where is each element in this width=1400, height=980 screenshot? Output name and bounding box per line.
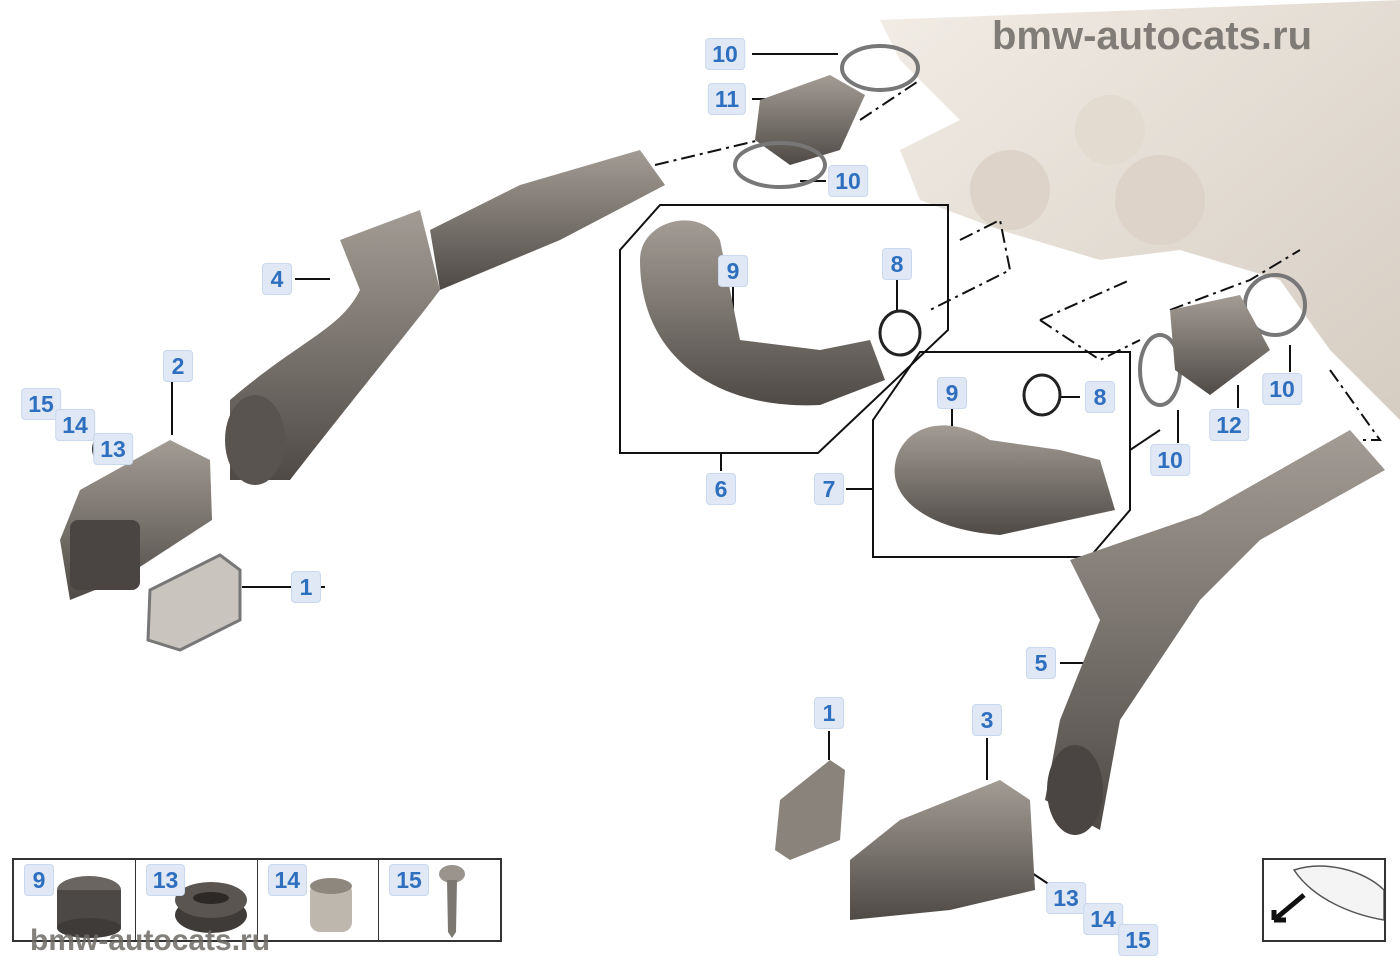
car-front-arrow-icon [1271, 865, 1385, 923]
callout-10[interactable]: 10 [828, 165, 868, 197]
part-1-grille [146, 553, 242, 652]
part-11-sleeve [755, 75, 865, 165]
small-parts-legend: 9 13 14 15 [12, 858, 502, 942]
callout-7[interactable]: 7 [814, 473, 844, 505]
callout-6[interactable]: 6 [706, 473, 736, 505]
grommet-icon [174, 882, 247, 933]
engine-block [880, 0, 1400, 420]
legend-label-15: 15 [389, 864, 429, 896]
spacer-sleeve-icon [309, 878, 352, 932]
callout-10[interactable]: 10 [705, 38, 745, 70]
callout-3[interactable]: 3 [972, 704, 1002, 736]
legend-cell-15[interactable]: 15 [379, 860, 500, 940]
callout-10[interactable]: 10 [1262, 373, 1302, 405]
callout-15[interactable]: 15 [1118, 924, 1158, 956]
callout-2[interactable]: 2 [163, 350, 193, 382]
callout-1[interactable]: 1 [814, 697, 844, 729]
callout-12[interactable]: 12 [1209, 409, 1249, 441]
legend-label-14: 14 [267, 864, 308, 896]
callout-4[interactable]: 4 [262, 263, 292, 295]
callout-9[interactable]: 9 [937, 377, 967, 409]
part-2-duct [60, 440, 212, 600]
callout-10[interactable]: 10 [1150, 444, 1190, 476]
legend-cell-13[interactable]: 13 [136, 860, 258, 940]
legend-cell-14[interactable]: 14 [258, 860, 380, 940]
watermark-bottom: bmw-autocats.ru [30, 924, 271, 957]
o-rings [878, 309, 1062, 417]
callout-8[interactable]: 8 [1085, 381, 1115, 413]
vehicle-location-thumbnail [1262, 858, 1386, 942]
bump-stop-icon [57, 876, 121, 938]
screw-icon [439, 865, 466, 938]
legend-label-9: 9 [24, 864, 54, 896]
callout-1[interactable]: 1 [291, 571, 321, 603]
part-4-duct [225, 150, 665, 485]
callout-14[interactable]: 14 [55, 409, 95, 441]
callout-13[interactable]: 13 [93, 433, 133, 465]
callout-15[interactable]: 15 [21, 388, 61, 420]
callout-13[interactable]: 13 [1046, 882, 1086, 914]
watermark-top: bmw-autocats.ru [992, 14, 1313, 58]
part-7-pipe [894, 425, 1115, 535]
part-6-pipe [640, 220, 885, 406]
part-5-duct [1045, 430, 1385, 835]
legend-label-13: 13 [145, 864, 186, 896]
callout-5[interactable]: 5 [1026, 647, 1056, 679]
callout-11[interactable]: 11 [707, 83, 747, 115]
legend-cell-9[interactable]: 9 [14, 860, 136, 940]
part-12-sleeve [1170, 295, 1270, 395]
part-3-duct [850, 780, 1035, 920]
assembly-6-outline [619, 204, 949, 454]
callout-8[interactable]: 8 [882, 248, 912, 280]
part-1-cover [775, 760, 845, 860]
callout-14[interactable]: 14 [1083, 903, 1123, 935]
callout-9[interactable]: 9 [718, 255, 748, 287]
